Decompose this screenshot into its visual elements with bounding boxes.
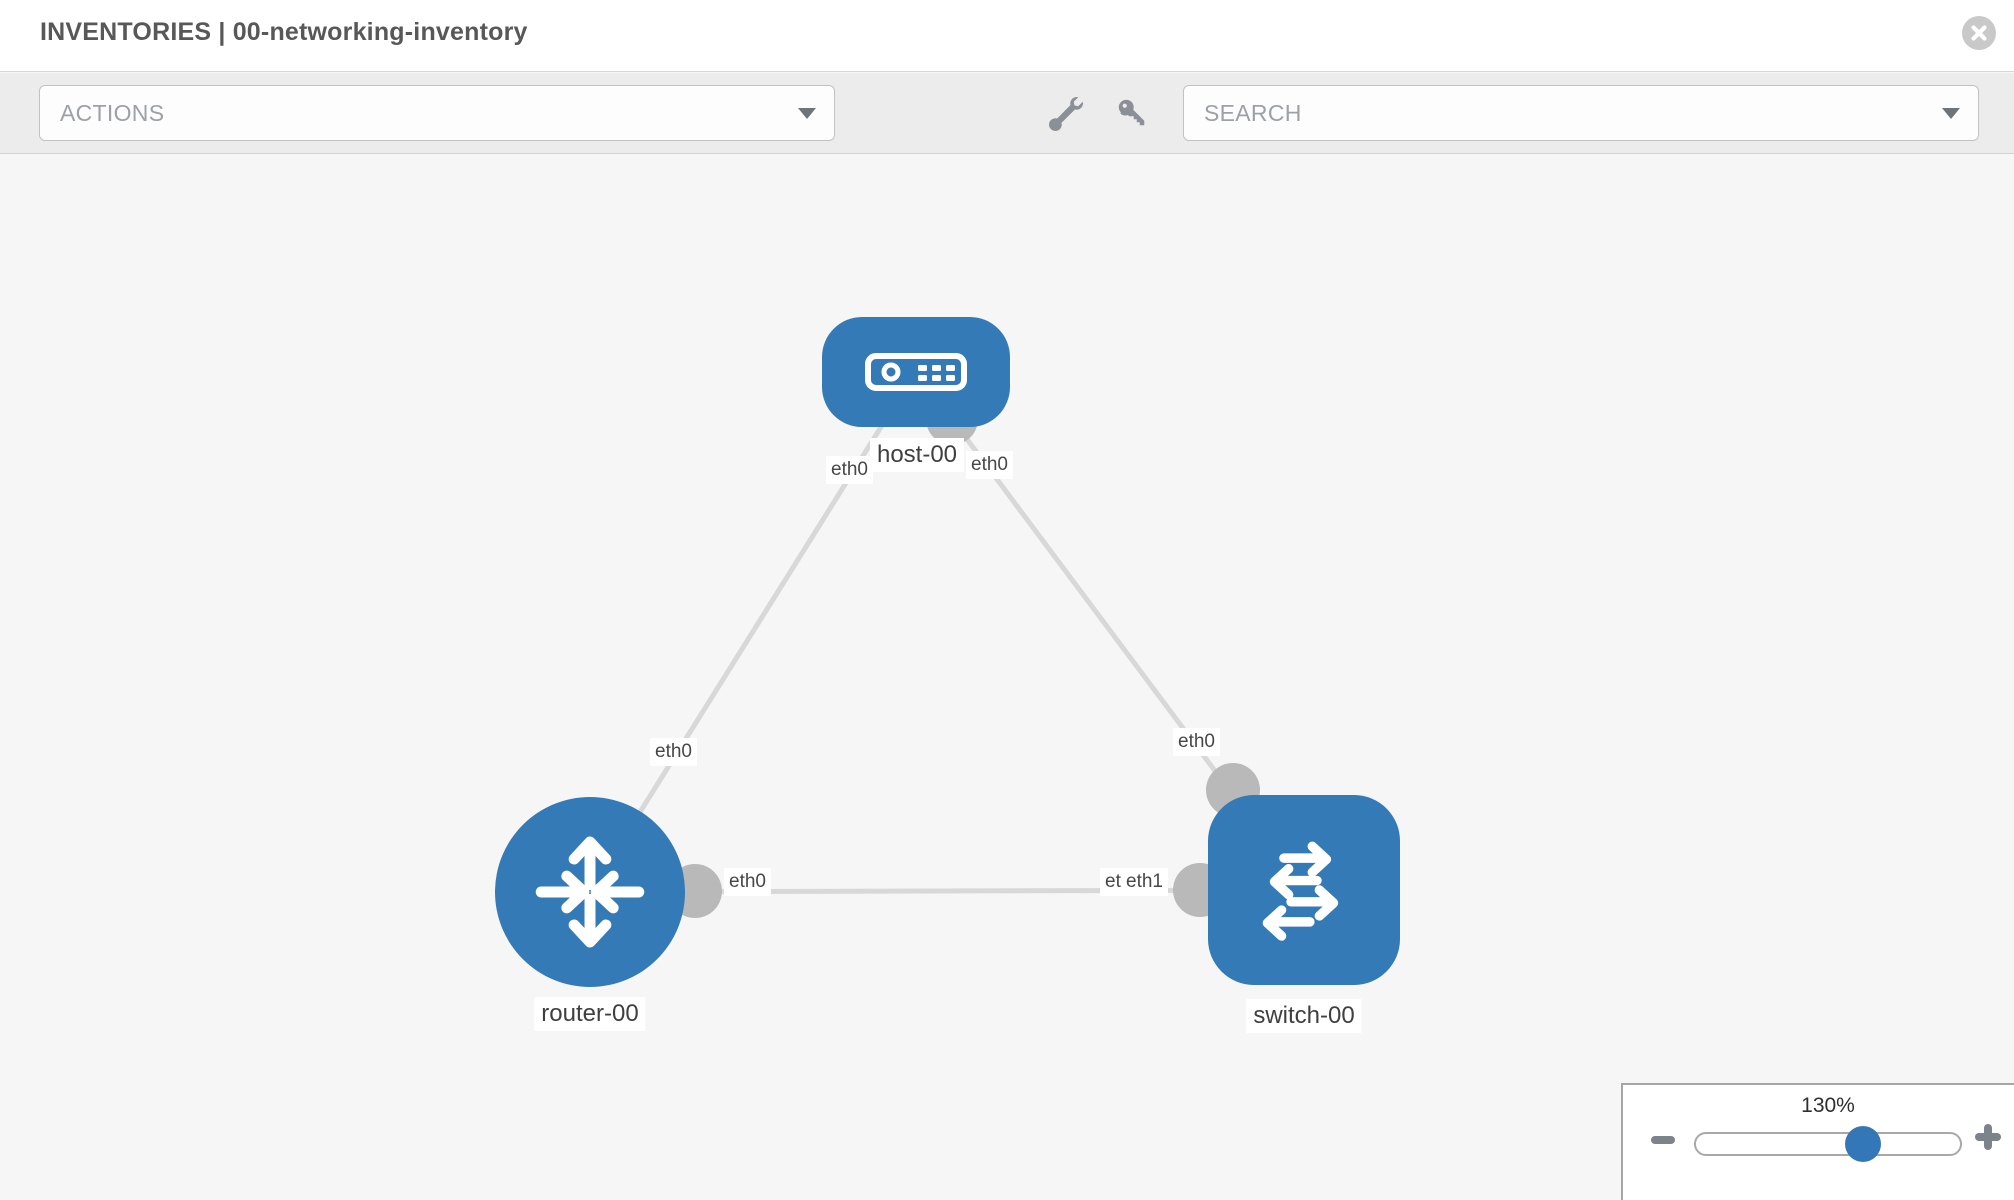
router-arrows-icon	[535, 836, 645, 948]
key-button[interactable]	[1116, 97, 1150, 131]
wrench-button[interactable]	[1049, 96, 1083, 131]
node-label-host-00: host-00	[869, 438, 965, 472]
zoom-out-button minus-icon[interactable]	[1651, 1136, 1675, 1144]
node-host-00[interactable]	[822, 317, 1010, 427]
zoom-slider-thumb[interactable]	[1845, 1126, 1881, 1162]
page-title: INVENTORIES | 00-networking-inventory	[40, 18, 528, 46]
close-button[interactable]	[1962, 16, 1996, 50]
node-label-switch-00: switch-00	[1246, 999, 1362, 1033]
node-router-00[interactable]	[495, 797, 685, 987]
interface-label: eth0	[826, 456, 873, 484]
zoom-slider-track[interactable]	[1694, 1132, 1962, 1156]
zoom-level-value: 130%	[1801, 1094, 1855, 1117]
header: INVENTORIES | 00-networking-inventory	[0, 0, 2014, 72]
close-icon	[1971, 25, 1987, 41]
wrench-icon	[1049, 96, 1083, 131]
actions-dropdown[interactable]: ACTIONS	[39, 85, 835, 141]
switch-arrows-icon	[1262, 841, 1339, 941]
interface-label: eth0	[1173, 728, 1220, 756]
actions-dropdown-label: ACTIONS	[60, 99, 165, 126]
server-icon	[865, 353, 967, 391]
caret-down-icon	[1942, 108, 1960, 119]
interface-label: eth0	[724, 868, 771, 896]
node-switch-00[interactable]	[1208, 795, 1400, 985]
interface-label: eth0	[650, 738, 697, 766]
node-label-router-00: router-00	[534, 997, 646, 1031]
search-dropdown-label: SEARCH	[1204, 99, 1302, 126]
zoom-in-button plus-icon[interactable]	[1975, 1124, 2001, 1150]
toolbar: ACTIONS SEARCH	[0, 73, 2014, 154]
interface-label: eth1	[1121, 868, 1168, 896]
search-dropdown[interactable]: SEARCH	[1183, 85, 1979, 141]
interface-label: eth0	[966, 451, 1013, 479]
caret-down-icon	[798, 108, 816, 119]
key-icon	[1118, 99, 1145, 126]
zoom-control-panel: 130%	[1621, 1083, 2014, 1200]
links-layer	[587, 369, 1307, 895]
topology-canvas[interactable]: eth0 eth0 eth0 eth0 eth0 eth0 eth1 host-…	[0, 154, 2014, 1200]
